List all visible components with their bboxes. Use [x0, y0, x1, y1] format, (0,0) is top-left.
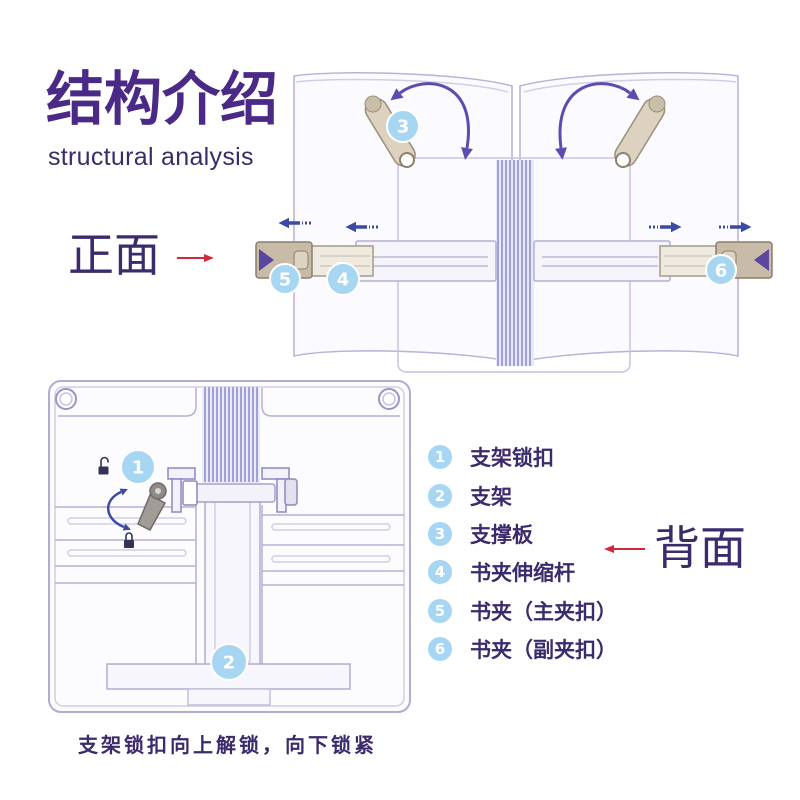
badge-number: 2	[223, 653, 236, 674]
legend-item: 4 书夹伸缩杆	[428, 553, 617, 591]
legend-label: 书夹（主夹扣）	[470, 599, 617, 624]
back-spine-pages	[204, 387, 258, 482]
back-view-label: 背面	[654, 521, 746, 575]
curved-rotate-arrow-icon	[390, 82, 473, 160]
back-view-diagram: 1 2	[48, 380, 411, 713]
legend-number-badge: 1	[428, 445, 452, 470]
legend-item: 5 书夹（主夹扣）	[428, 592, 617, 630]
lock-bracket-right	[261, 467, 298, 513]
legend-label: 支架锁扣	[470, 446, 554, 471]
legend-label: 书夹（副夹扣）	[470, 638, 617, 663]
clip-pointer-icon	[754, 249, 769, 271]
page-subtitle: structural analysis	[48, 143, 254, 171]
stand-top-bar	[189, 483, 276, 503]
legend-item: 6 书夹（副夹扣）	[428, 630, 617, 668]
badge-secondary-clip: 6	[705, 254, 737, 286]
left-clip-assembly	[255, 240, 497, 282]
left-rail	[355, 240, 497, 282]
legend-label: 支撑板	[470, 522, 533, 547]
badge-extension-rod: 4	[326, 262, 360, 296]
right-page	[519, 72, 739, 363]
legend-label: 书夹伸缩杆	[470, 561, 575, 586]
legend-number-badge: 3	[428, 521, 452, 546]
front-view-diagram: 3 5 4 6	[255, 72, 773, 373]
badge-support-board: 3	[386, 109, 420, 143]
stand-lock-lever	[137, 482, 167, 531]
curved-rotate-arrow-icon	[555, 82, 640, 160]
locked-padlock-icon	[124, 532, 134, 548]
right-clip-assembly	[533, 240, 773, 282]
legend-item: 2 支架	[428, 476, 617, 514]
badge-number: 4	[337, 270, 350, 291]
unlocked-padlock-icon	[98, 456, 109, 475]
curved-rotate-arrow-icon	[107, 488, 131, 531]
badge-main-clip: 5	[269, 263, 301, 295]
corner-hole-left	[55, 388, 77, 410]
badge-number: 6	[715, 261, 728, 282]
lock-bracket-left	[167, 467, 198, 513]
badge-number: 5	[279, 270, 292, 291]
legend-number-badge: 2	[428, 483, 452, 508]
clip-pointer-icon	[259, 249, 274, 271]
badge-number: 3	[397, 117, 410, 138]
legend-item: 3 支撑板	[428, 515, 617, 553]
front-view-label: 正面	[68, 228, 160, 282]
badge-stand: 2	[210, 643, 248, 681]
lock-usage-caption: 支架锁扣向上解锁，向下锁紧	[78, 733, 377, 757]
stand-foot	[187, 688, 271, 706]
right-rails	[261, 505, 404, 664]
right-page-edge	[523, 78, 737, 93]
badge-stand-lock: 1	[120, 449, 156, 485]
left-page-edge	[295, 78, 509, 93]
page-title: 结构介绍	[46, 65, 279, 133]
corner-hole-right	[378, 388, 400, 410]
legend-number-badge: 5	[428, 598, 452, 623]
legend-number-badge: 4	[428, 560, 452, 585]
parts-legend: 1 支架锁扣 2 支架 3 支撑板 4 书夹伸缩杆 5 书夹（主夹扣） 6 书夹…	[428, 438, 617, 668]
legend-item: 1 支架锁扣	[428, 438, 617, 476]
badge-number: 1	[132, 458, 145, 479]
back-spine	[202, 387, 260, 483]
legend-label: 支架	[470, 484, 512, 509]
front-spine-pages	[497, 160, 531, 366]
legend-number-badge: 6	[428, 637, 452, 662]
right-rail	[533, 240, 671, 282]
